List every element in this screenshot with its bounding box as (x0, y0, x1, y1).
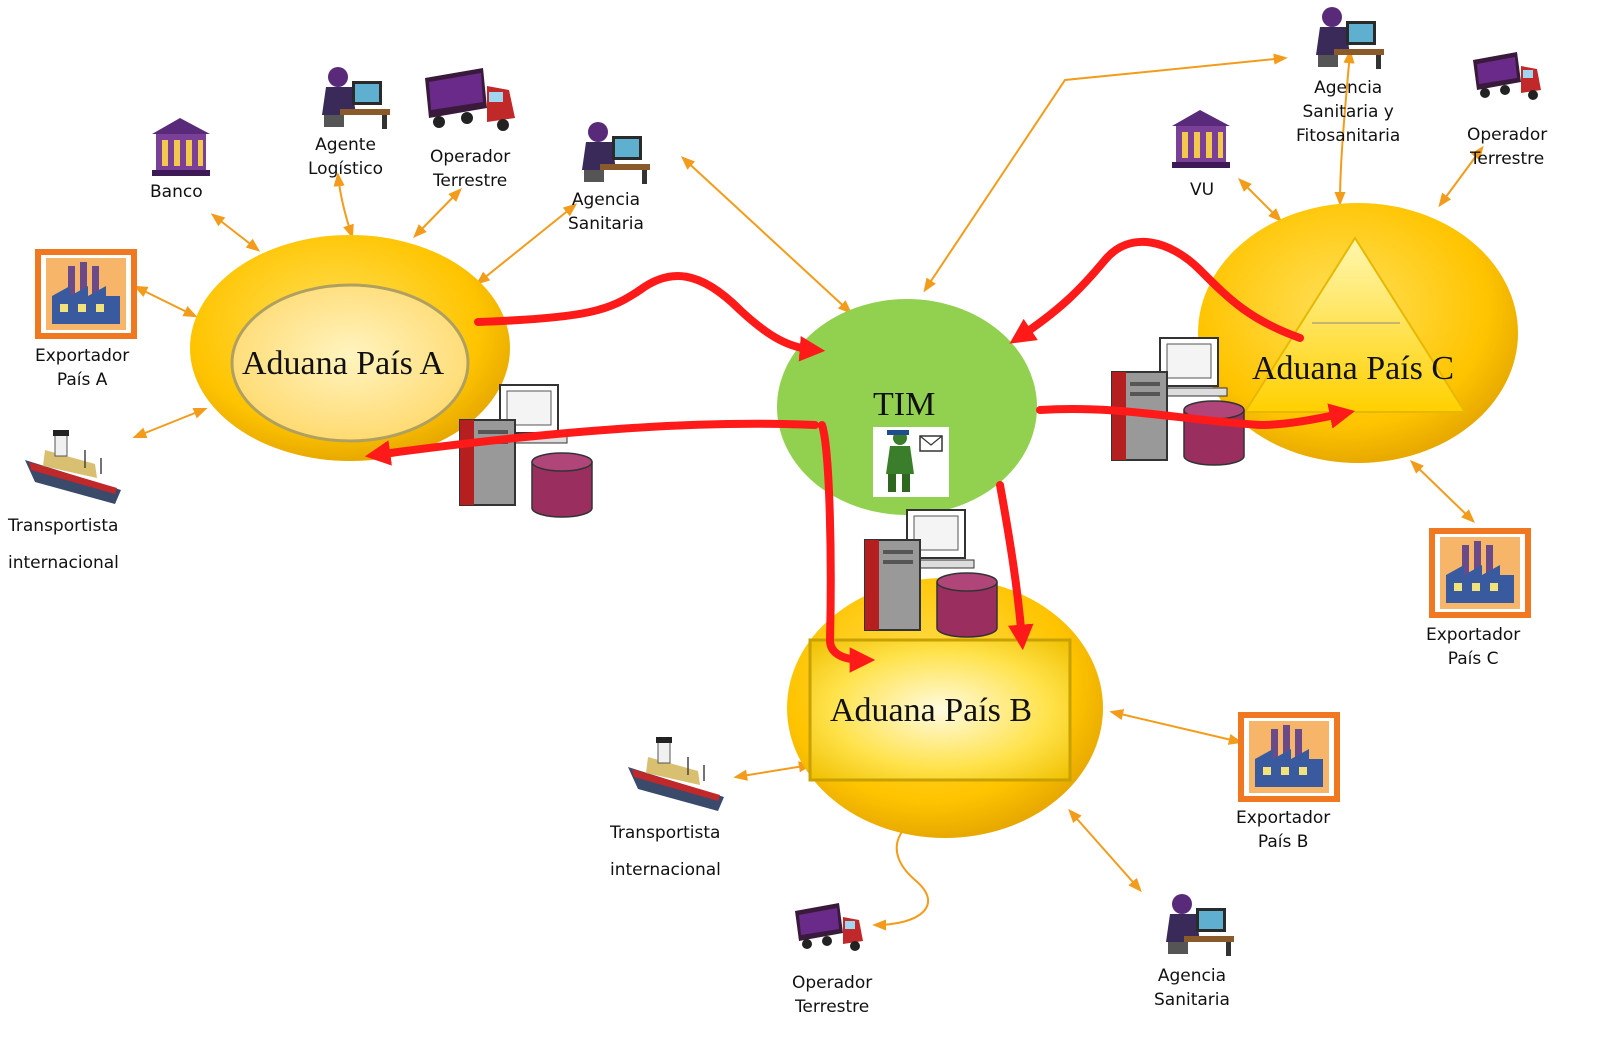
flow-tim-to-b-right (996, 481, 1034, 651)
database-icon (1183, 400, 1245, 466)
link-fitosanitaria-c (1334, 49, 1355, 206)
hub-tim-title: TIM (873, 386, 936, 423)
flow-tim-to-a (364, 419, 819, 466)
link-fitosanitaria-tim (923, 53, 1288, 293)
link-agencia-tim (680, 156, 853, 314)
truck-icon (795, 903, 863, 951)
truck-icon (425, 68, 515, 131)
hub-b-title: Aduana País B (830, 692, 1033, 729)
flow-c-to-tim (1009, 237, 1304, 344)
factory-icon (35, 249, 137, 339)
hub-tim (777, 299, 1037, 515)
link-banco-a (210, 213, 261, 252)
hub-aduana-c (1198, 203, 1518, 463)
factory-icon (1238, 712, 1340, 802)
link-operador-a (413, 187, 462, 239)
hub-c-title: Aduana País C (1252, 350, 1455, 387)
ship-icon (25, 430, 121, 504)
database-icon (936, 572, 998, 638)
link-agencia-a (475, 203, 578, 285)
factory-icon (1429, 528, 1531, 618)
computer-server-icon (459, 384, 568, 506)
orange-links (132, 49, 1484, 931)
truck-icon (1473, 52, 1541, 100)
ship-icon (628, 737, 724, 811)
link-transportista-a (132, 407, 208, 439)
link-transportista-b (733, 761, 813, 781)
link-agente-a (333, 172, 354, 239)
mail-carrier-icon (873, 427, 949, 497)
flow-a-to-tim (474, 272, 826, 362)
label-vu: VU (1190, 180, 1215, 200)
computer-server-icon (1111, 337, 1228, 461)
link-vu-c (1238, 178, 1282, 222)
office-worker-icon (582, 122, 650, 184)
office-worker-icon (322, 67, 390, 129)
link-exportador-a (133, 285, 198, 318)
office-worker-icon (1316, 7, 1384, 69)
red-flows (364, 237, 1356, 673)
link-operador-c (1438, 145, 1484, 208)
hub-aduana-a (190, 235, 510, 461)
label-banco: Banco (150, 182, 203, 202)
bank-icon (1172, 110, 1230, 168)
hub-a-title: Aduana País A (242, 345, 445, 382)
link-exportador-c (1409, 460, 1476, 523)
office-worker-icon (1166, 894, 1234, 956)
link-agencia-b (1068, 808, 1142, 893)
flow-tim-to-b-left (818, 421, 876, 673)
bank-icon (152, 118, 210, 176)
flow-tim-to-c (1036, 403, 1356, 430)
computer-server-icon (864, 509, 975, 631)
database-icon (531, 452, 593, 518)
link-exportador-b (1109, 709, 1243, 745)
